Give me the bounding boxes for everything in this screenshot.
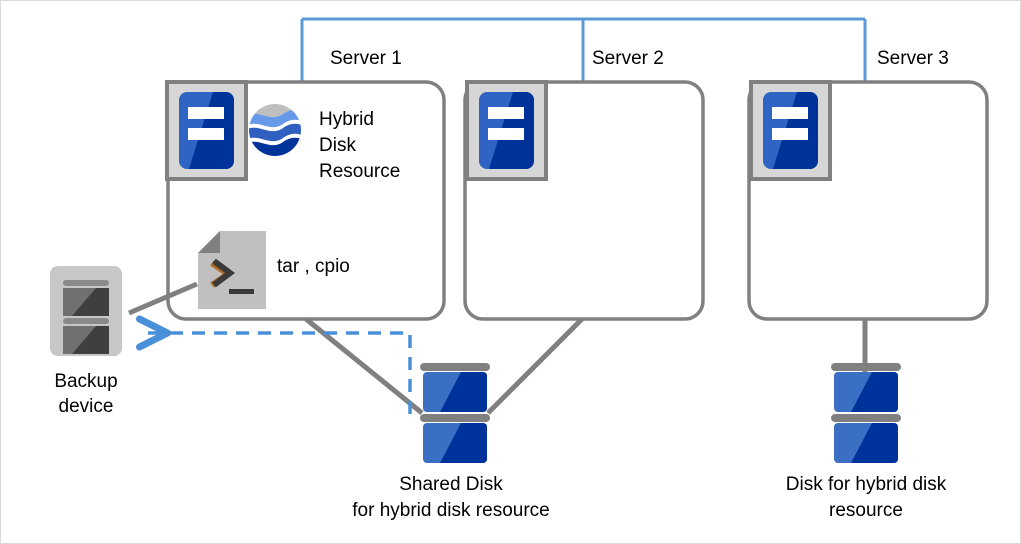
- connector-server2-to-shared-disk: [486, 317, 584, 415]
- hybrid-disk-label-line-1: Disk for hybrid disk: [785, 474, 947, 495]
- connector-server1-to-shared-disk: [304, 317, 424, 415]
- shared-disk-icon: [420, 363, 490, 463]
- hybrid-disk-resource-label-line-1: Hybrid: [319, 109, 374, 130]
- network-bus: [300, 17, 867, 82]
- server-3-label: Server 3: [877, 48, 949, 69]
- hybrid-disk-resource-label-line-3: Resource: [319, 161, 401, 182]
- backup-device-label-line-1: Backup: [54, 371, 118, 392]
- connector-backup-to-server1: [128, 281, 198, 316]
- tar-cpio-label: tar , cpio: [277, 256, 350, 277]
- server-icon-3: [749, 80, 832, 181]
- hybrid-disk-label-line-2: resource: [829, 500, 903, 521]
- terminal-document-icon: [198, 231, 266, 309]
- backup-device-icon: [50, 266, 122, 356]
- shared-disk-label-line-1: Shared Disk: [399, 474, 503, 495]
- shared-disk-label-line-2: for hybrid disk resource: [352, 500, 550, 521]
- backup-flow-arrow: [136, 315, 412, 414]
- backup-device-label-line-2: device: [58, 396, 114, 417]
- hybrid-disk-icon: [831, 363, 901, 463]
- server-icon-2: [465, 80, 548, 181]
- server-2-label: Server 2: [592, 48, 664, 69]
- server-1-label: Server 1: [330, 48, 402, 69]
- hybrid-disk-resource-label-line-2: Disk: [319, 135, 356, 156]
- server-icon-1: [165, 80, 248, 181]
- globe-icon: [249, 104, 301, 156]
